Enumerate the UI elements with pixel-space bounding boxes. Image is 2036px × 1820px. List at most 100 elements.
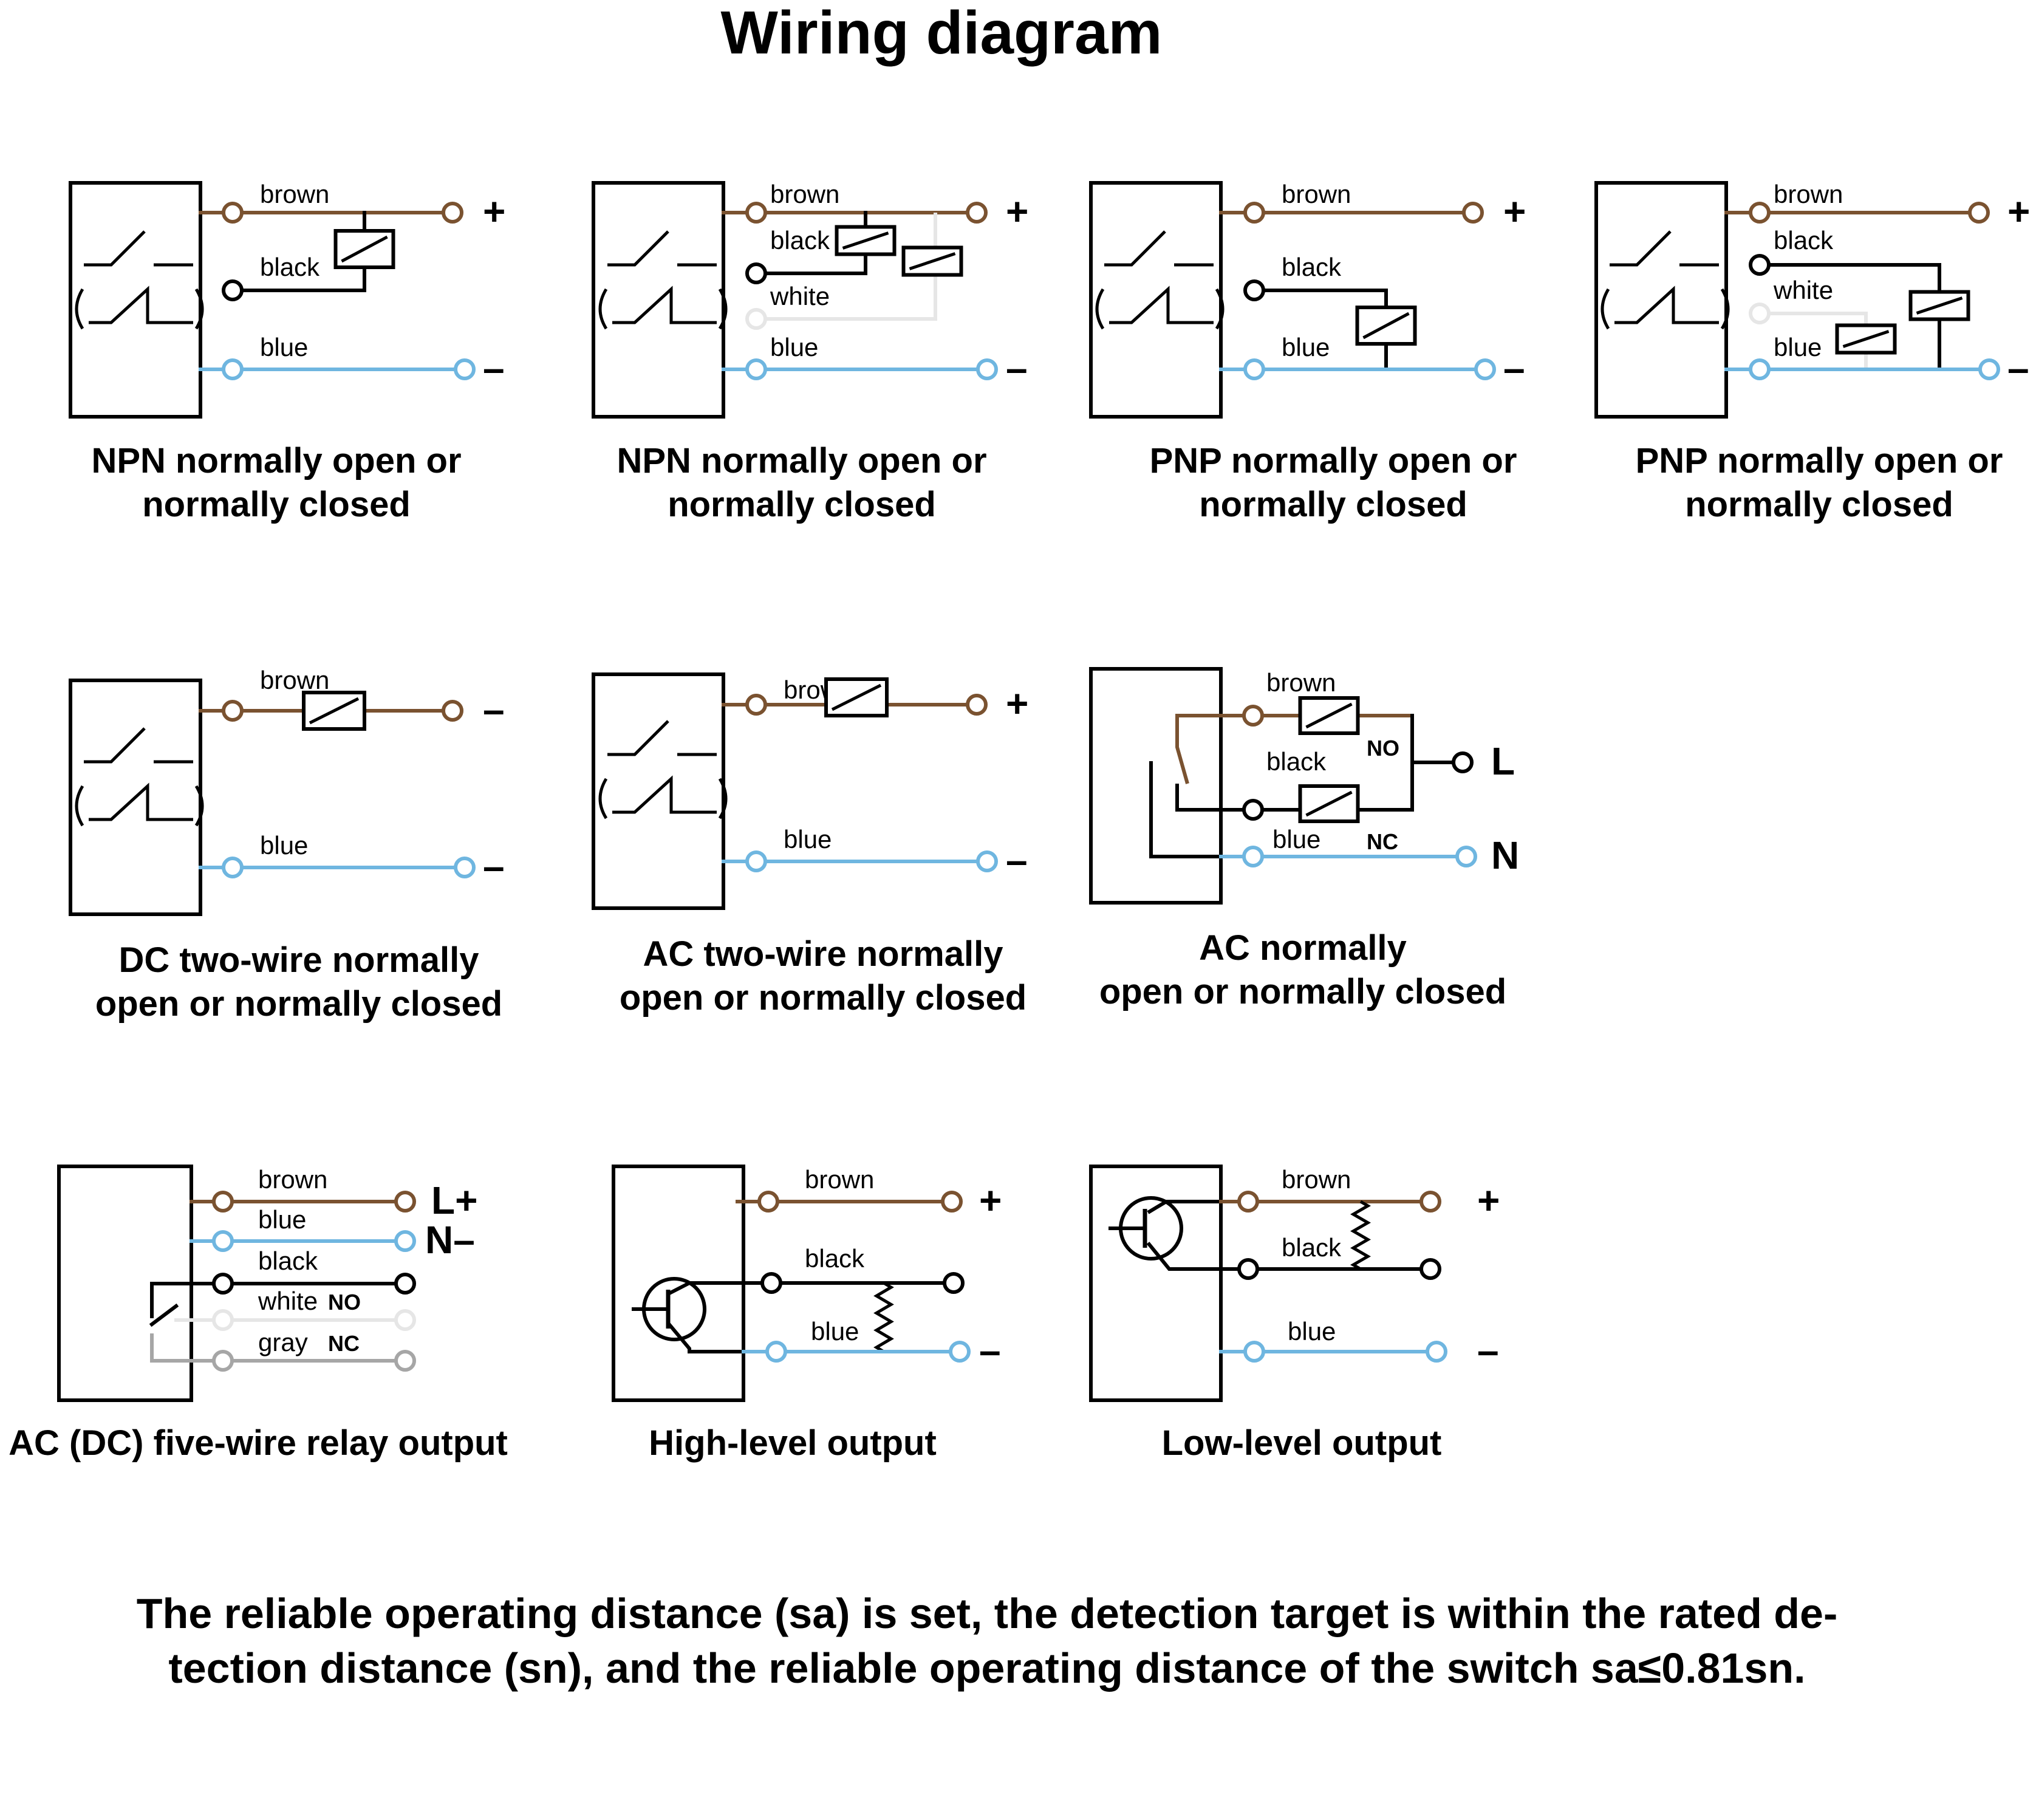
terminal-N-minus: N– [425, 1218, 475, 1262]
diagram-caption: PNP normally open or [1636, 441, 2003, 481]
load-coil [1355, 306, 1417, 346]
diagram-caption: AC two-wire normally [643, 934, 1003, 974]
terminal [745, 358, 767, 380]
tag-nc: NC [328, 1331, 360, 1356]
terminal-N: N [1491, 833, 1519, 877]
terminal [222, 202, 244, 224]
terminal [1474, 358, 1496, 380]
terminal [941, 1191, 963, 1213]
diagram-caption: open or normally closed [95, 984, 502, 1024]
terminal [976, 358, 998, 380]
terminal-plus: + [1503, 190, 1526, 233]
wire-label-blue: blue [260, 831, 308, 860]
diagram-caption: AC normally [1199, 928, 1407, 968]
wire-label-blue: blue [811, 1317, 859, 1346]
terminal [1968, 202, 1990, 224]
terminal [394, 1230, 416, 1252]
terminal [745, 202, 767, 224]
terminal [1452, 751, 1474, 773]
wire-label-black: black [260, 253, 320, 281]
terminal [1749, 303, 1771, 324]
terminal [212, 1273, 234, 1295]
terminal [454, 358, 476, 380]
wire-label-black: black [1282, 1233, 1342, 1262]
terminal-plus: + [1006, 190, 1028, 233]
terminal [1749, 358, 1771, 380]
wire-label-blue: blue [1272, 825, 1320, 854]
wire-label-brown: brown [258, 1165, 327, 1194]
no-contact-symbol [84, 727, 146, 764]
terminal [1462, 202, 1484, 224]
terminal-plus: + [2007, 190, 2030, 233]
diagram-caption: normally closed [668, 485, 936, 524]
load-coil [333, 229, 395, 269]
terminal-minus: – [1503, 346, 1525, 390]
wire-label-blue: blue [1288, 1317, 1336, 1346]
terminal [442, 202, 463, 224]
diagram-caption: open or normally closed [620, 978, 1027, 1018]
terminal [212, 1230, 234, 1252]
tag-no: NO [1367, 736, 1399, 761]
terminal [1237, 1191, 1259, 1213]
wire-label-brown: brown [1282, 1165, 1351, 1194]
coil-slash [309, 697, 360, 725]
coil-slash [1362, 312, 1410, 340]
diagram-caption: NPN normally open or [91, 441, 461, 481]
terminal [212, 1350, 234, 1372]
gray-wire [150, 1333, 405, 1363]
wire-label-blue: blue [784, 825, 832, 854]
terminal [1426, 1341, 1447, 1363]
terminal [757, 1191, 779, 1213]
load-coil [824, 677, 889, 717]
terminal [1749, 254, 1771, 276]
terminal [745, 694, 767, 716]
coil-slash [1842, 330, 1890, 348]
tag-no: NO [328, 1290, 361, 1315]
terminal [442, 700, 463, 722]
diagram-caption: High-level output [649, 1423, 937, 1463]
footnote: The reliable operating distance (sa) is … [137, 1590, 1838, 1692]
black-wire [150, 1282, 405, 1318]
nc-bracket-right [1720, 288, 1730, 330]
terminal [222, 700, 244, 722]
internal-contact [1175, 714, 1245, 784]
terminal [212, 1191, 234, 1213]
wire-label-brown: brown [1282, 180, 1351, 208]
wire-label-white: white [770, 282, 830, 310]
wire-label-black: black [1266, 747, 1327, 776]
terminal [394, 1350, 416, 1372]
terminal [394, 1273, 416, 1295]
wire-label-blue: blue [1774, 333, 1822, 361]
emitter-wire [666, 1322, 743, 1353]
nc-bracket-right [1215, 288, 1225, 330]
emitter-wire [1146, 1242, 1248, 1271]
nc-contact-symbol [1109, 286, 1214, 324]
terminal [1419, 1191, 1441, 1213]
wire-label-brown: brown [770, 180, 839, 208]
diagram-caption: DC two-wire normally [119, 940, 479, 980]
wire-label-blue: blue [258, 1205, 306, 1234]
terminal [966, 694, 988, 716]
terminal-minus: – [2007, 346, 2029, 390]
terminal [745, 262, 767, 284]
terminal-plus: + [483, 190, 505, 233]
wire-label-brown: brown [1774, 180, 1843, 208]
terminal [222, 857, 244, 878]
terminal-minus: – [483, 688, 505, 731]
footnote-line: The reliable operating distance (sa) is … [137, 1590, 1838, 1637]
wire-label-brown: brown [805, 1165, 874, 1194]
terminal-minus: – [979, 1329, 1001, 1372]
terminal-plus: + [979, 1179, 1002, 1222]
coil-slash [1305, 790, 1353, 817]
terminal [394, 1309, 416, 1331]
nc-bracket-left [1600, 288, 1610, 330]
no-contact-symbol [607, 720, 669, 756]
terminal [949, 1341, 971, 1363]
